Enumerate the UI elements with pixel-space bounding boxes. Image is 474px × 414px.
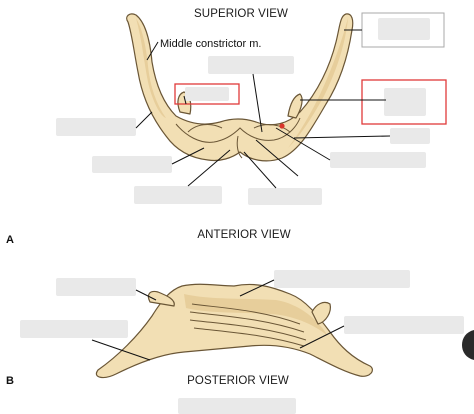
leader-red-left bbox=[183, 95, 187, 105]
leader-bottom-right bbox=[243, 151, 277, 189]
answer-blank-bottom-center[interactable] bbox=[178, 398, 296, 414]
answer-blank-b-right-lower[interactable] bbox=[344, 316, 464, 334]
answer-blank-left-upper[interactable] bbox=[56, 118, 136, 136]
answer-blank-right-mid[interactable] bbox=[390, 128, 430, 144]
middle-constrictor-label: Middle constrictor m. bbox=[160, 38, 261, 50]
striation-3 bbox=[189, 319, 307, 341]
middle-constrictor-leader bbox=[146, 41, 159, 61]
right-lesser-horn bbox=[287, 93, 303, 119]
attachment-dot bbox=[279, 123, 285, 129]
leader-left-lower bbox=[171, 147, 205, 165]
leader-b-right-lower bbox=[299, 325, 345, 349]
body-midline bbox=[236, 135, 243, 159]
leader-right-low bbox=[275, 127, 331, 161]
leader-bottom-left bbox=[187, 149, 231, 187]
answer-blank-upper-right bbox=[378, 18, 430, 40]
panel-a-letter: A bbox=[6, 234, 14, 246]
leader-b-right-upper bbox=[239, 279, 275, 297]
hyoid-superior-bone bbox=[126, 13, 354, 162]
body-fossa-left bbox=[187, 124, 223, 133]
answer-blank-red-right bbox=[384, 88, 426, 116]
anterior-right-lesser-horn bbox=[311, 301, 331, 325]
panel-b-letter: B bbox=[6, 375, 14, 387]
answer-box-red-left[interactable] bbox=[174, 83, 240, 105]
left-horn-shade bbox=[136, 18, 166, 118]
answer-blank-b-left-upper[interactable] bbox=[56, 278, 136, 296]
superior-view-title: SUPERIOR VIEW bbox=[194, 8, 288, 20]
anterior-bone-shade bbox=[184, 294, 328, 336]
leader-b-left-upper bbox=[135, 289, 157, 301]
answer-blank-top-center[interactable] bbox=[208, 56, 294, 74]
striation-1 bbox=[191, 303, 301, 325]
answer-blank-bottom-left[interactable] bbox=[134, 186, 222, 204]
answer-blank-bottom-right[interactable] bbox=[248, 188, 322, 205]
anterior-view-title: ANTERIOR VIEW bbox=[197, 229, 290, 241]
answer-box-red-right[interactable] bbox=[361, 79, 447, 125]
answer-blank-left-lower[interactable] bbox=[92, 156, 172, 173]
superior-view-figure bbox=[126, 13, 354, 162]
leader-b-left-lower bbox=[91, 339, 151, 361]
striation-4 bbox=[193, 327, 305, 347]
leader-right-mid bbox=[293, 135, 391, 139]
leader-bottom-right-2 bbox=[255, 139, 299, 177]
leader-left-upper bbox=[135, 111, 153, 129]
answer-blank-b-left-lower[interactable] bbox=[20, 320, 128, 338]
posterior-view-title: POSTERIOR VIEW bbox=[187, 375, 289, 387]
answer-blank-right-low[interactable] bbox=[330, 152, 426, 168]
answer-blank-red-left bbox=[185, 87, 229, 101]
hyoid-body-inner bbox=[175, 117, 301, 143]
body-fossa-right bbox=[253, 124, 291, 133]
scroll-edge-tab[interactable] bbox=[462, 330, 474, 360]
striation-2 bbox=[189, 311, 305, 333]
anterior-view-figure bbox=[95, 283, 373, 379]
leader-top-center bbox=[252, 73, 263, 133]
answer-blank-b-right-upper[interactable] bbox=[274, 270, 410, 288]
hyoid-anterior-bone bbox=[95, 283, 373, 379]
